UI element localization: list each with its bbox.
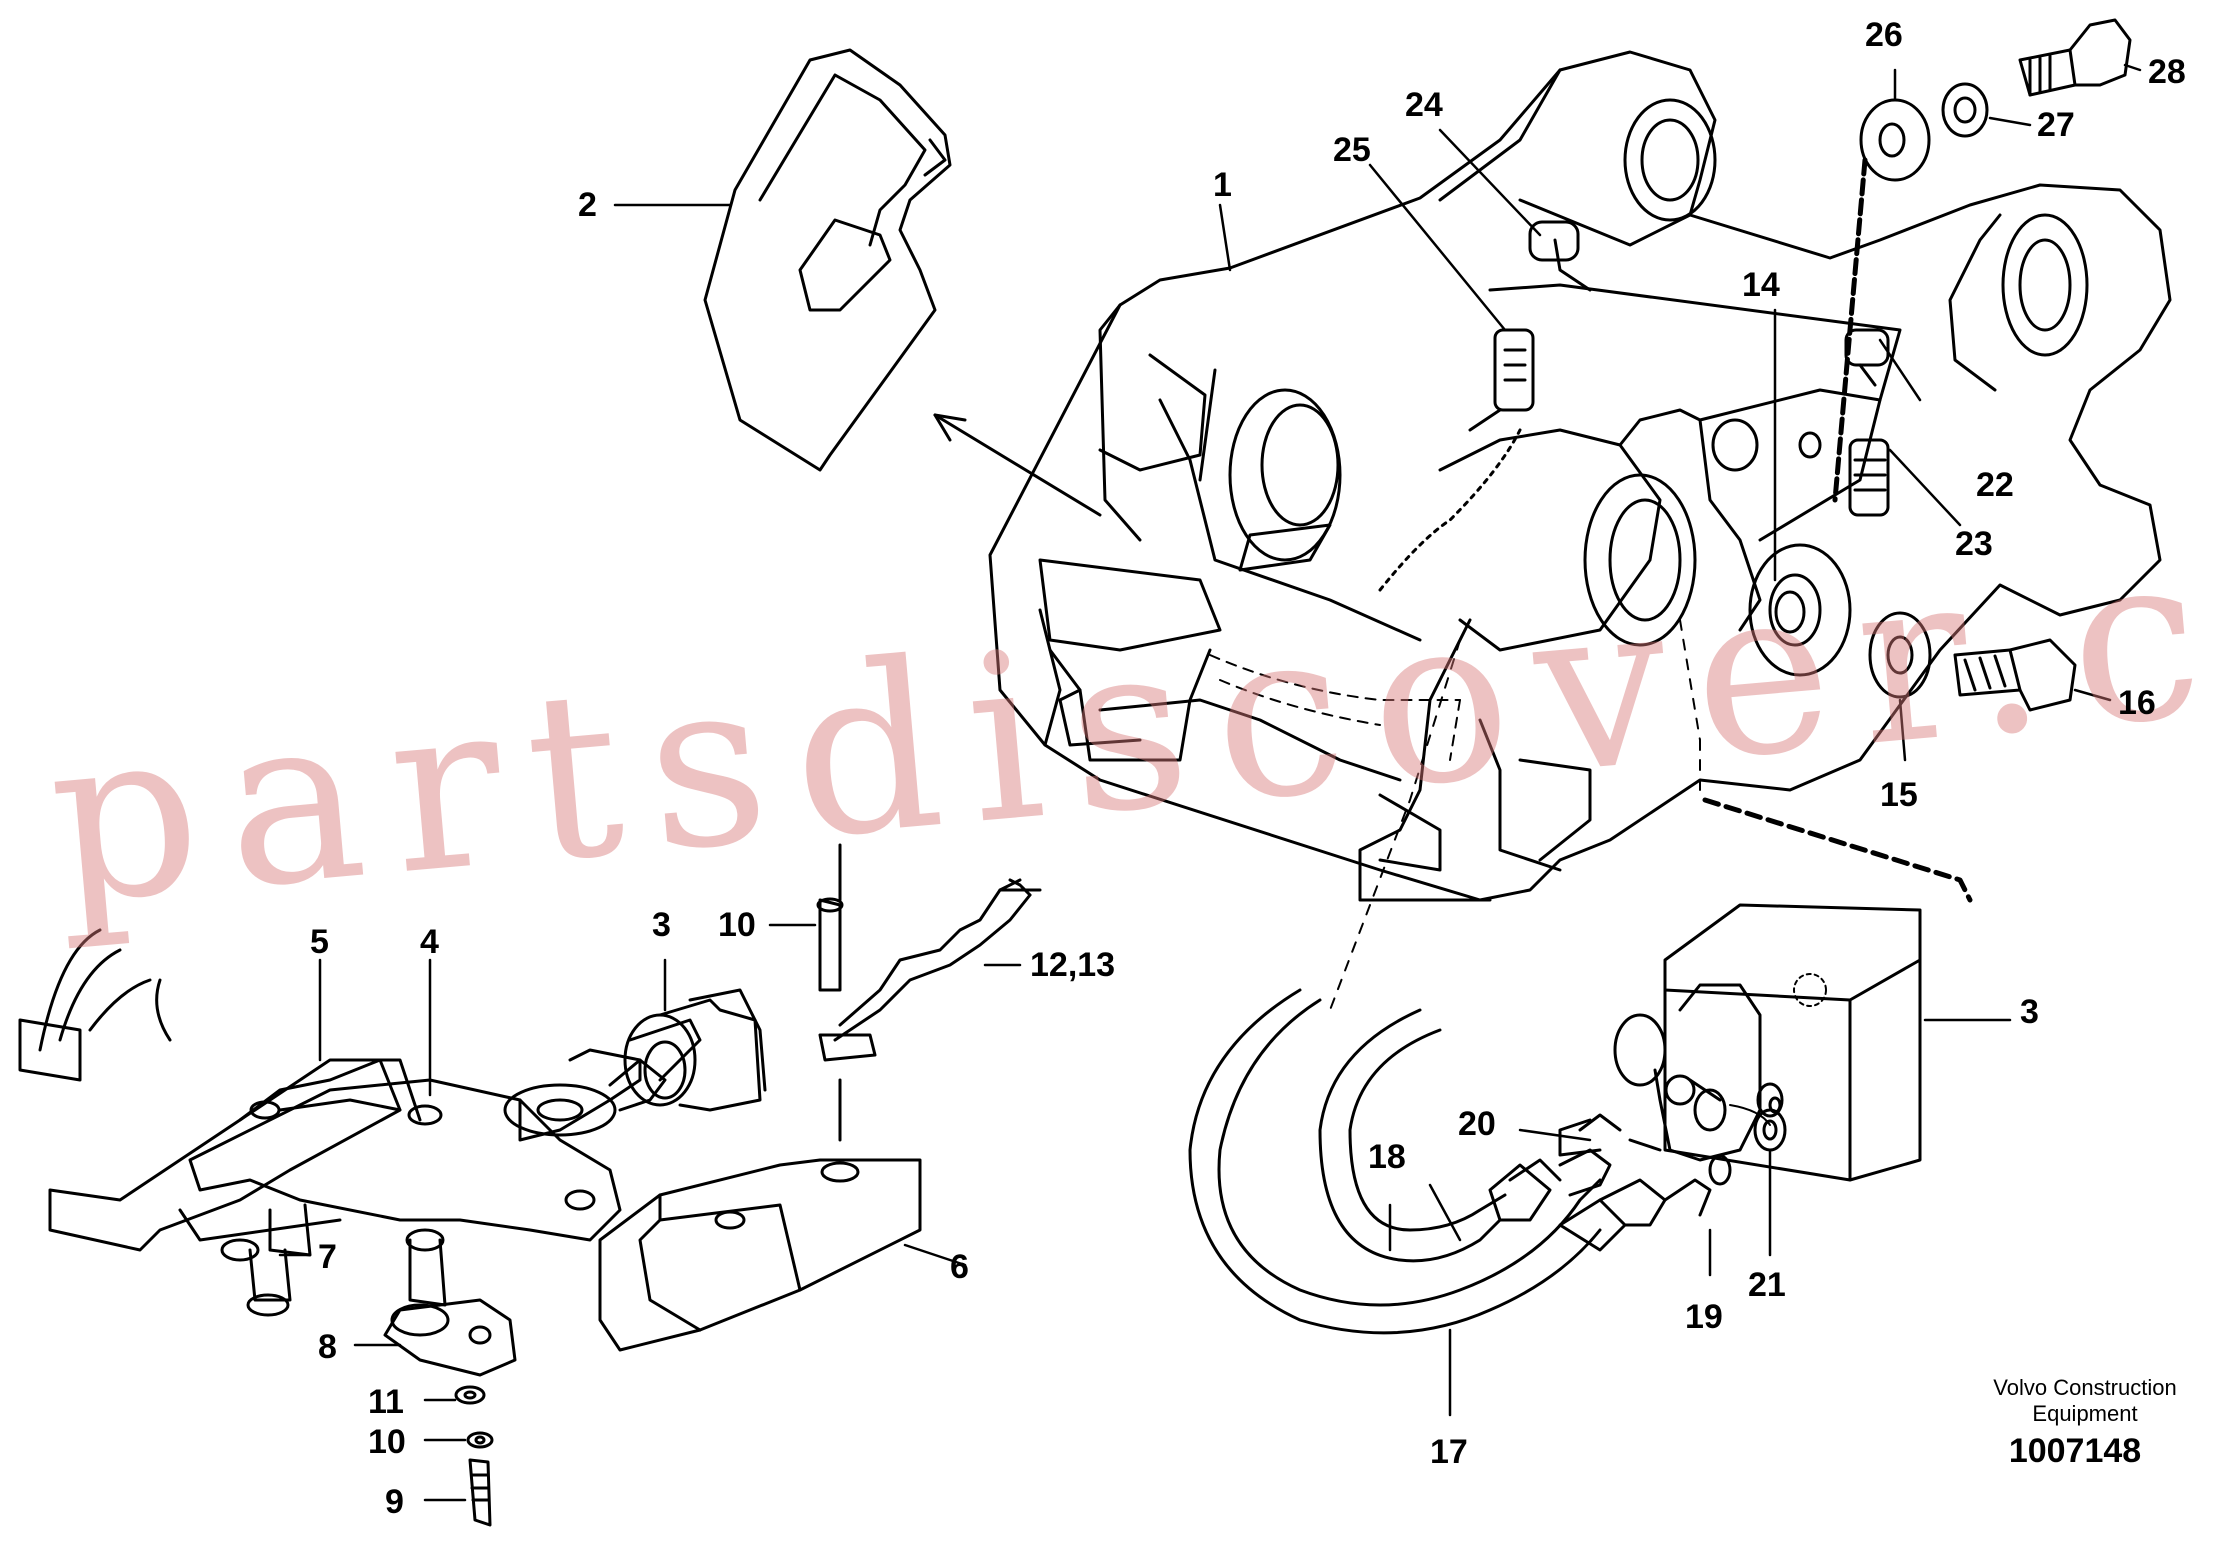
callout-10-lower: 10	[368, 1423, 406, 1461]
callout-18: 18	[1368, 1138, 1406, 1176]
callout-23: 23	[1955, 525, 1993, 563]
dashed-connectors	[1702, 797, 1973, 903]
direction-arrow	[933, 413, 1102, 517]
callout-5: 5	[310, 923, 329, 961]
callout-7: 7	[318, 1238, 337, 1276]
callout-6: 6	[950, 1248, 969, 1286]
quick-coupler-frame	[988, 50, 2172, 902]
hydraulic-hoses	[1188, 988, 1787, 1335]
callout-3-valve: 3	[2020, 993, 2039, 1031]
dashed-guide-lines	[1329, 619, 1701, 1011]
callout-3: 3	[652, 906, 671, 944]
callout-28: 28	[2148, 53, 2186, 91]
callout-16: 16	[2118, 684, 2156, 722]
callout-2: 2	[578, 186, 597, 224]
company-line-1: Volvo Construction	[1993, 1375, 2177, 1400]
callout-4: 4	[420, 923, 439, 961]
callout-21: 21	[1748, 1266, 1786, 1304]
latch-mechanism-assembly	[18, 843, 1042, 1527]
company-line-2: Equipment	[2032, 1401, 2138, 1426]
callout-19: 19	[1685, 1298, 1723, 1336]
callout-1: 1	[1213, 166, 1232, 204]
callout-27: 27	[2037, 106, 2075, 144]
leader-lines	[278, 63, 2142, 1502]
callout-11: 11	[368, 1383, 404, 1421]
company-caption: Volvo Construction Equipment	[1930, 1375, 2226, 1427]
callout-17: 17	[1430, 1433, 1468, 1471]
callout-15: 15	[1880, 776, 1918, 814]
callout-12-13: 12,13	[1030, 946, 1116, 984]
callout-8: 8	[318, 1328, 337, 1366]
valve-block-assembly	[1558, 903, 1922, 1182]
hose-fittings	[1468, 220, 1890, 517]
callout-20: 20	[1458, 1105, 1496, 1143]
callout-22: 22	[1976, 466, 2014, 504]
callout-9: 9	[385, 1483, 404, 1521]
callout-14: 14	[1742, 266, 1780, 304]
callout-25: 25	[1333, 131, 1371, 169]
callout-24: 24	[1405, 86, 1443, 124]
callout-10-upper: 10	[718, 906, 756, 944]
hook-cover-part	[703, 48, 952, 472]
drawing-number: 1007148	[2008, 1432, 2142, 1470]
callout-26: 26	[1865, 16, 1903, 54]
